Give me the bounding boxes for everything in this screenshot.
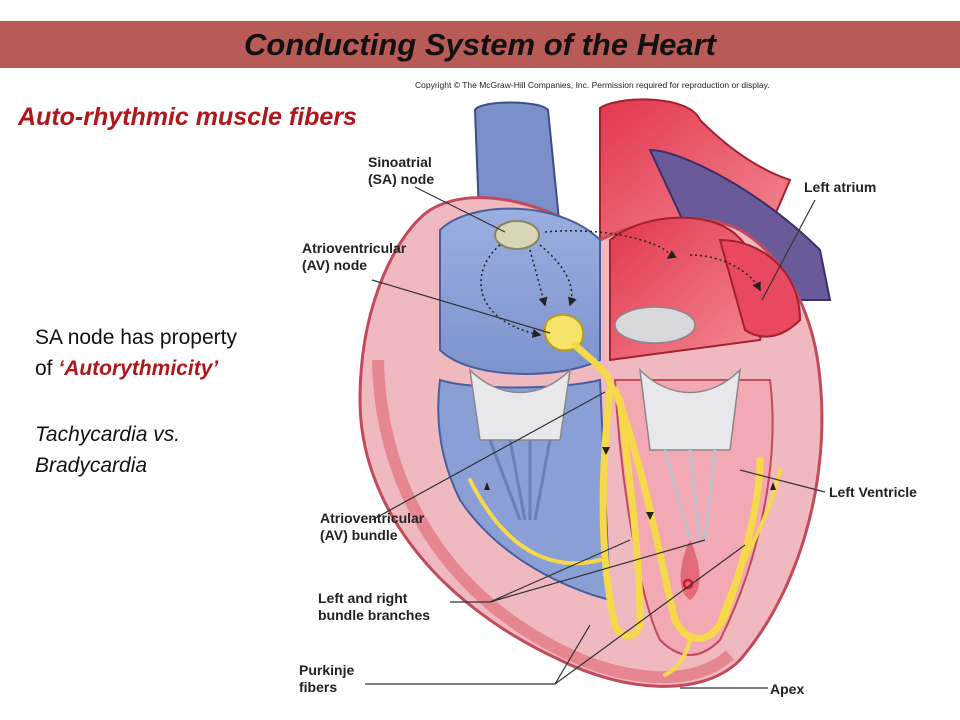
slide-subtitle: Auto-rhythmic muscle fibers [18,103,357,131]
impulse-arrows [480,230,761,338]
title-bar [0,21,960,68]
arrow-right-branch [602,447,610,455]
impulse-arrow-sa-to-la [544,230,677,259]
label-sa-node: Sinoatrial (SA) node [368,154,434,188]
purkinje-apex [663,638,692,677]
label-av-bundle: Atrioventricular (AV) bundle [320,510,424,544]
purkinje-left [718,468,782,622]
label-sa-node-line1: Sinoatrial [368,154,432,170]
label-left-ventricle: Left Ventricle [829,484,917,500]
label-av-node: Atrioventricular (AV) node [302,240,406,274]
left-bundle-branch [611,386,764,642]
leader-av-bundle [371,391,606,521]
mitral-valve [638,367,742,451]
label-purkinje-line2: fibers [299,679,338,695]
arrow-left-purkinje [770,482,776,490]
label-bundle-branches: Left and right bundle branches [318,590,430,624]
label-av-node-line1: Atrioventricular [302,240,407,256]
copyright-notice: Copyright © The McGraw-Hill Companies, I… [415,80,770,90]
label-left-atrium: Left atrium [804,179,877,195]
label-av-node-line2: (AV) node [302,257,368,273]
label-bundle-branches-line1: Left and right [318,590,408,606]
body-line-4: Bradycardia [35,454,148,477]
body-line-2: of ‘Autorythmicity’ [35,357,218,381]
leader-sa-node [414,186,506,233]
impulse-arrow-sa-to-av-left [480,244,542,338]
leader-av-node [371,279,551,334]
impulse-arrow-sa-to-av-right [539,244,577,307]
leader-left-atrium [761,199,816,301]
slide-title: Conducting System of the Heart [244,27,716,62]
body-line-1: SA node has property [35,326,237,349]
leader-purkinje-2 [554,544,746,685]
arrow-right-purkinje [484,482,490,490]
label-av-bundle-line2: (AV) bundle [320,527,398,543]
papillary-muscles-right [488,439,552,521]
label-purkinje: Purkinje fibers [299,662,354,696]
conduction-pathway [468,341,782,677]
arrow-left-branch [646,512,654,520]
label-purkinje-line1: Purkinje [299,662,355,678]
label-av-bundle-line1: Atrioventricular [320,510,425,526]
pulmonary-trunk [648,148,832,301]
label-bundle-branches-line2: bundle branches [318,607,431,623]
label-sa-node-line2: (SA) node [368,171,435,187]
purkinje-right [468,478,602,566]
body-line-2-prefix: of [35,357,59,380]
tricuspid-valve [468,367,572,441]
right-bundle-branch [599,386,644,640]
papillary-muscles-left [663,449,717,541]
aortic-valve [614,306,696,344]
body-line-3: Tachycardia vs. [35,423,181,446]
leader-left-ventricle [739,469,826,493]
autorythmicity-term: ‘Autorythmicity’ [58,357,219,380]
outer-muscle-band [372,359,734,684]
conduction-arrows [484,447,776,520]
leader-lines [365,186,826,689]
av-bundle-trunk [571,341,616,394]
label-apex: Apex [770,681,805,697]
leader-bundle-branches-2 [489,539,706,603]
sa-node [494,220,540,250]
